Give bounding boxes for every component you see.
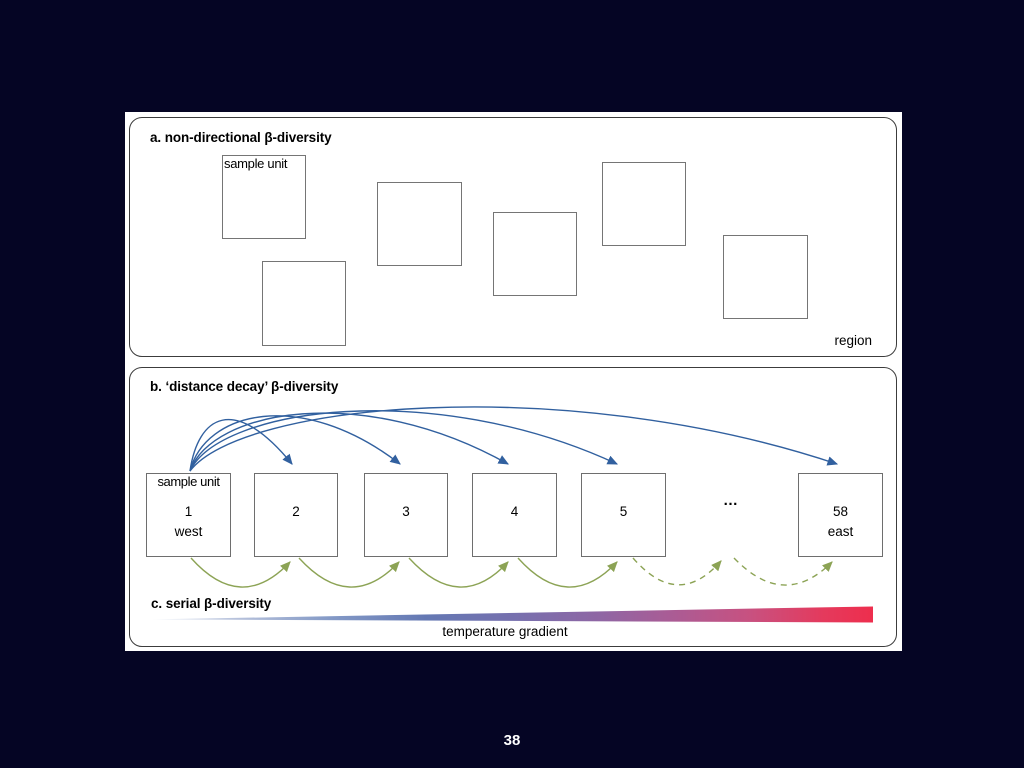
page-number: 38 bbox=[503, 732, 521, 749]
unit-box-4: 4 bbox=[472, 473, 557, 557]
unit-box-3: 3 bbox=[364, 473, 448, 557]
unit-box-5: 5 bbox=[581, 473, 666, 557]
sample-unit-label: sample unit bbox=[224, 156, 288, 171]
panel-b-title: b. ‘distance decay’ β-diversity bbox=[150, 379, 339, 394]
sample-unit-box bbox=[493, 212, 577, 296]
unit-number: 58 bbox=[832, 504, 849, 519]
unit-number: 3 bbox=[402, 504, 410, 519]
sample-unit-box bbox=[723, 235, 808, 319]
unit-direction: east bbox=[827, 524, 854, 539]
sample-unit-label: sample unit bbox=[157, 474, 220, 489]
unit-number: 2 bbox=[292, 504, 300, 519]
temperature-gradient-label: temperature gradient bbox=[442, 624, 568, 639]
panel-c-title: c. serial β-diversity bbox=[151, 596, 272, 611]
unit-number: 5 bbox=[619, 504, 628, 519]
sample-unit-box bbox=[602, 162, 686, 246]
unit-number: 4 bbox=[510, 504, 519, 519]
sample-unit-box bbox=[262, 261, 346, 346]
unit-box-58: 58 east bbox=[798, 473, 883, 557]
region-label: region bbox=[834, 333, 872, 348]
panel-a-title: a. non-directional β-diversity bbox=[150, 130, 332, 145]
unit-box-1: sample unit 1 west bbox=[146, 473, 231, 557]
sample-unit-box: sample unit bbox=[222, 155, 306, 239]
unit-box-2: 2 bbox=[254, 473, 338, 557]
ellipsis-label: … bbox=[723, 492, 739, 509]
unit-direction: west bbox=[174, 524, 203, 539]
sample-unit-box bbox=[377, 182, 462, 266]
unit-number: 1 bbox=[184, 504, 193, 519]
